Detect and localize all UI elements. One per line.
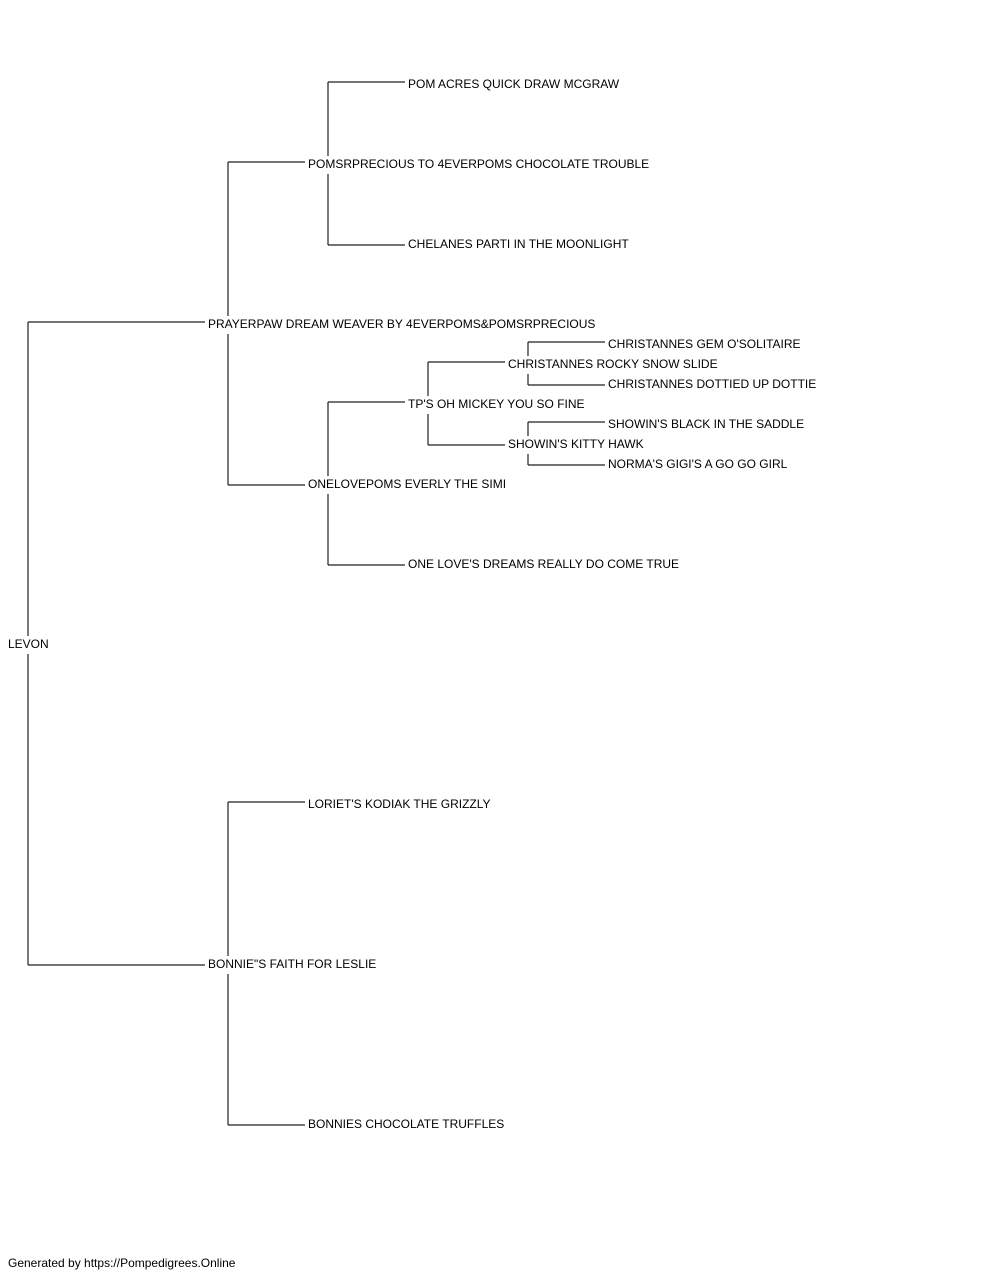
sire-dam-sire-dam-name: SHOWIN'S KITTY HAWK [508,437,644,451]
dam-name: BONNIE"S FAITH FOR LESLIE [208,957,376,971]
sire-sire-sire-name: POM ACRES QUICK DRAW MCGRAW [408,77,620,91]
sire-dam-sire-sire-name: CHRISTANNES ROCKY SNOW SLIDE [508,357,718,371]
sire-dam-sire-sire-dam-name: CHRISTANNES DOTTIED UP DOTTIE [608,377,816,391]
dam-dam-name: BONNIES CHOCOLATE TRUFFLES [308,1117,504,1131]
subject-name: LEVON [8,637,49,651]
sire-sire-name: POMSRPRECIOUS TO 4EVERPOMS CHOCOLATE TRO… [308,157,649,171]
sire-name: PRAYERPAW DREAM WEAVER BY 4EVERPOMS&POMS… [208,317,595,331]
connector-lines [27,81,605,1126]
sire-dam-sire-dam-sire-name: SHOWIN'S BLACK IN THE SADDLE [608,417,804,431]
sire-dam-sire-sire-sire-name: CHRISTANNES GEM O'SOLITAIRE [608,337,801,351]
sire-sire-dam-name: CHELANES PARTI IN THE MOONLIGHT [408,237,629,251]
dam-sire-name: LORIET'S KODIAK THE GRIZZLY [308,797,491,811]
sire-dam-sire-dam-dam-name: NORMA'S GIGI'S A GO GO GIRL [608,457,788,471]
footer-credit: Generated by https://Pompedigrees.Online [8,1256,236,1270]
sire-dam-name: ONELOVEPOMS EVERLY THE SIMI [308,477,506,491]
sire-dam-dam-name: ONE LOVE'S DREAMS REALLY DO COME TRUE [408,557,679,571]
sire-dam-sire-name: TP'S OH MICKEY YOU SO FINE [408,397,585,411]
